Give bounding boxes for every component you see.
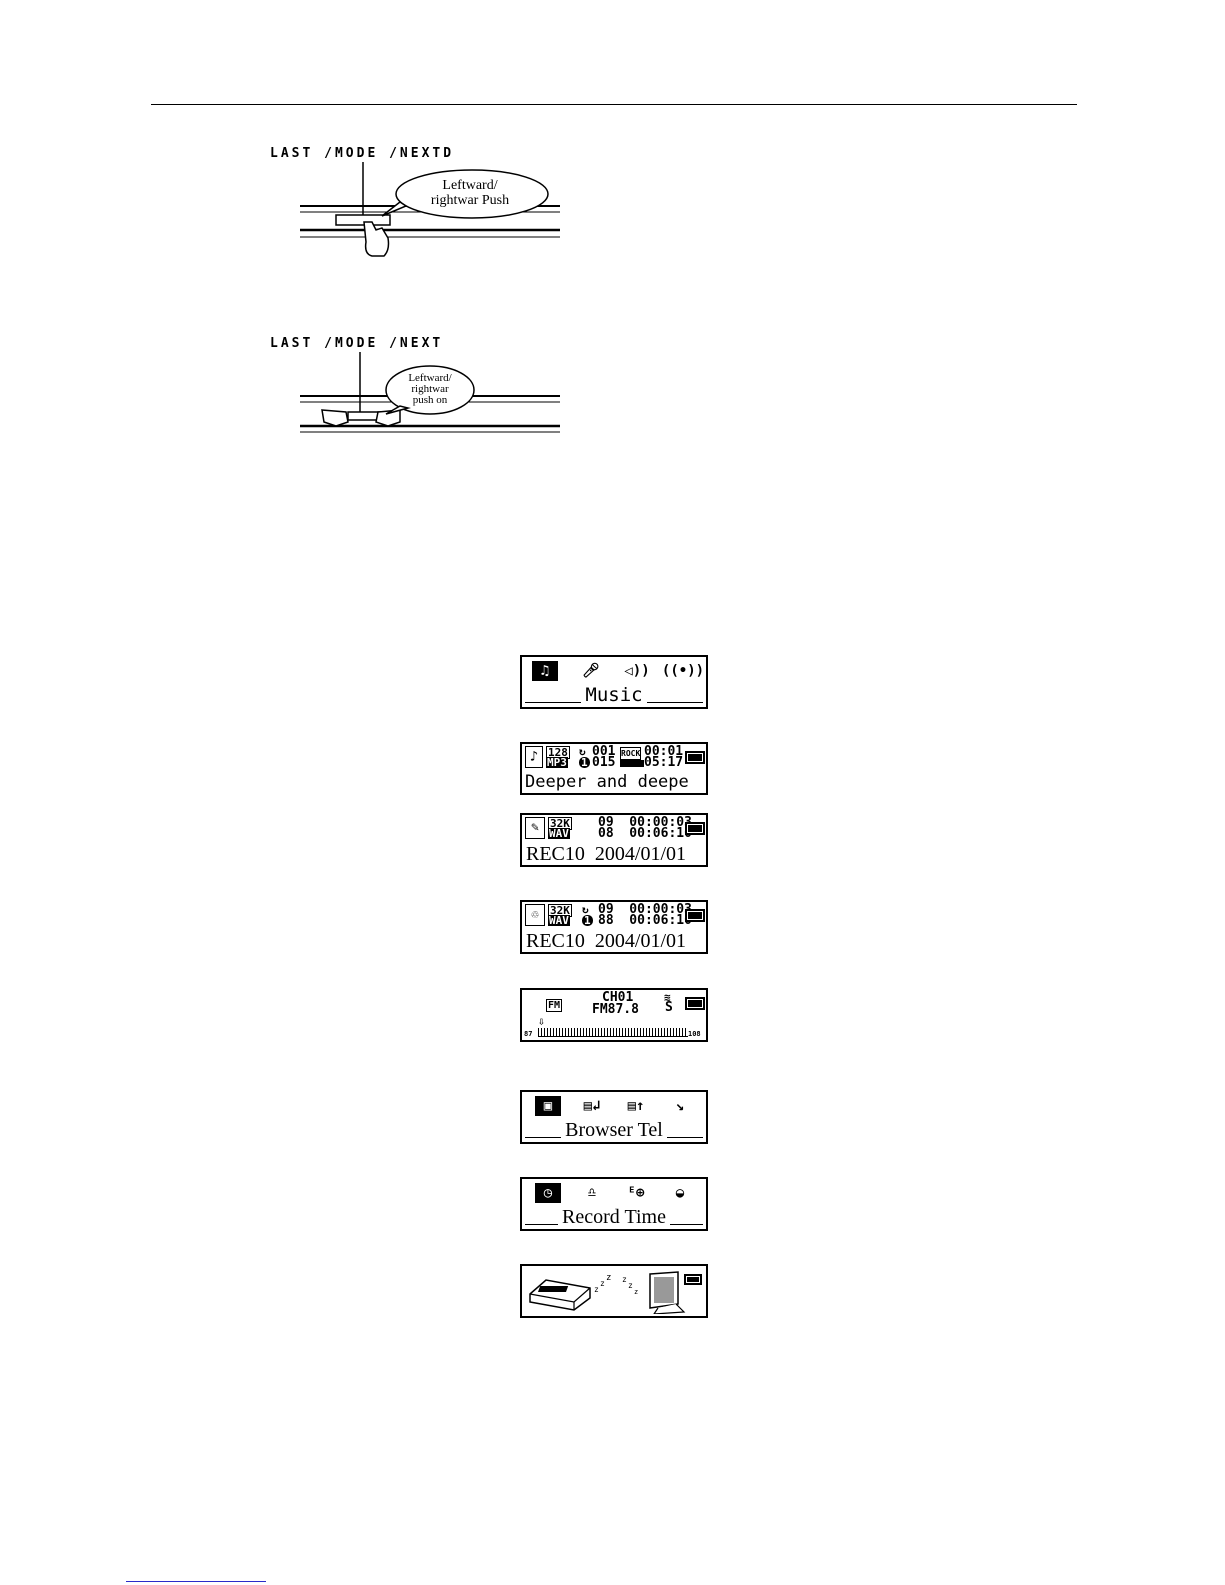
device-to-pc-illustration: z z z z z z: [529, 1271, 702, 1314]
eq-bars-icon: [620, 760, 644, 767]
fm-band-icon: FM: [546, 999, 563, 1012]
record-line2: 88 00:06:10: [598, 913, 692, 928]
signal-icon: ≋: [664, 991, 671, 1004]
repeat-icon: ↻: [579, 745, 586, 758]
lcd-radio: FM CH01 FM87.8 ≋ S ⇩ 87 108: [520, 988, 708, 1042]
battery-icon: [685, 822, 705, 835]
svg-text:z: z: [634, 1288, 638, 1296]
svg-text:z: z: [594, 1285, 599, 1294]
menu-label-record-time: Record Time: [558, 1206, 670, 1228]
mode-icon: 1: [582, 914, 593, 927]
battery-icon: [685, 909, 705, 922]
song-title: Deeper and deepe: [525, 772, 689, 792]
microphone-icon: ✎: [525, 817, 545, 839]
microphone-icon: 🎤︎: [582, 663, 600, 679]
figure2-label: LAST /MODE /NEXT: [270, 336, 444, 351]
battery-icon: [685, 997, 705, 1010]
speaker-icon: ◁)): [624, 663, 650, 679]
frequency: FM87.8: [592, 1002, 639, 1017]
track-length: 05:17: [644, 755, 684, 770]
import-icon: ▤↲: [583, 1098, 601, 1114]
lcd-record: ✎ 32K WAV 09 00:00:03 08 00:06:10 REC10 …: [520, 813, 708, 867]
lcd-usb-connect: z z z z z z: [520, 1264, 708, 1318]
svg-text:z: z: [606, 1273, 611, 1283]
alarm-icon: ♎︎: [587, 1185, 597, 1201]
eq-label: ROCK: [620, 747, 642, 760]
lcd-music-menu: ♫ 🎤︎ ◁)) ((•)) Music: [520, 655, 708, 709]
music-notes-icon: ♫: [532, 661, 558, 681]
lcd-record-play: ♲ 32K WAV ↻ 1 09 00:00:03 88 00:06:10 RE…: [520, 900, 708, 954]
repeat-icon: ↻: [582, 903, 589, 916]
header-rule: [151, 104, 1077, 105]
timer-icon: ᴱ⊕: [627, 1185, 645, 1201]
slide-switch-diagram-1: [300, 162, 560, 257]
lcd-tel-menu: ▣ ▤↲ ▤↑ ↘ Browser Tel: [520, 1090, 708, 1144]
record-filename: REC10 2004/01/01: [526, 843, 687, 865]
figure1-label: LAST /MODE /NEXTD: [270, 146, 455, 161]
record-line2: 08 00:06:10: [598, 826, 692, 841]
svg-text:z: z: [622, 1275, 627, 1284]
track-total: 015: [592, 755, 616, 770]
track-number: 001: [592, 744, 616, 759]
record-format: WAV: [548, 914, 570, 927]
elapsed-time: 00:01: [644, 744, 684, 759]
note-icon: ♪: [525, 746, 543, 768]
record-line1: 09 00:00:03: [598, 902, 692, 917]
exit-icon: ↘: [675, 1098, 685, 1114]
figure1-bubble-text: Leftward/ rightwar Push: [430, 178, 510, 208]
svg-text:z: z: [600, 1279, 605, 1288]
record-line1: 09 00:00:03: [598, 815, 692, 830]
frequency-scale: [538, 1028, 688, 1037]
svg-text:z: z: [628, 1281, 633, 1290]
lcd-time-menu: ◷ ♎︎ ᴱ⊕ ◒ Record Time: [520, 1177, 708, 1231]
voice-play-icon: ♲: [525, 904, 545, 926]
channel: CH01: [602, 990, 634, 1005]
menu-label-music: Music: [581, 684, 647, 706]
lcd-music-play: ♪ 128 MP3 ↻ 001 1 015 ROCK 00:01 05:17 D…: [520, 742, 708, 795]
battery-icon: [685, 751, 705, 764]
footer-rule: [126, 1581, 266, 1582]
stereo-indicator: S: [665, 1000, 673, 1015]
clock-icon: ◷: [535, 1183, 561, 1203]
tuning-pointer-icon: ⇩: [538, 1015, 545, 1028]
menu-label-browser-tel: Browser Tel: [561, 1119, 667, 1141]
figure2-bubble-text: Leftward/ rightwar push on: [408, 372, 452, 406]
record-format: WAV: [548, 827, 570, 840]
scale-min: 87: [524, 1030, 533, 1038]
sleep-icon: ◒: [675, 1185, 685, 1201]
scale-max: 108: [688, 1030, 701, 1038]
record-filename: REC10 2004/01/01: [526, 930, 687, 952]
radio-signal-icon: ((•)): [661, 663, 705, 679]
export-icon: ▤↑: [627, 1098, 645, 1114]
browser-icon: ▣: [535, 1096, 561, 1116]
mode-icon: 1: [579, 756, 590, 769]
slide-switch-diagram-2: [300, 352, 560, 433]
format: MP3: [546, 756, 568, 769]
